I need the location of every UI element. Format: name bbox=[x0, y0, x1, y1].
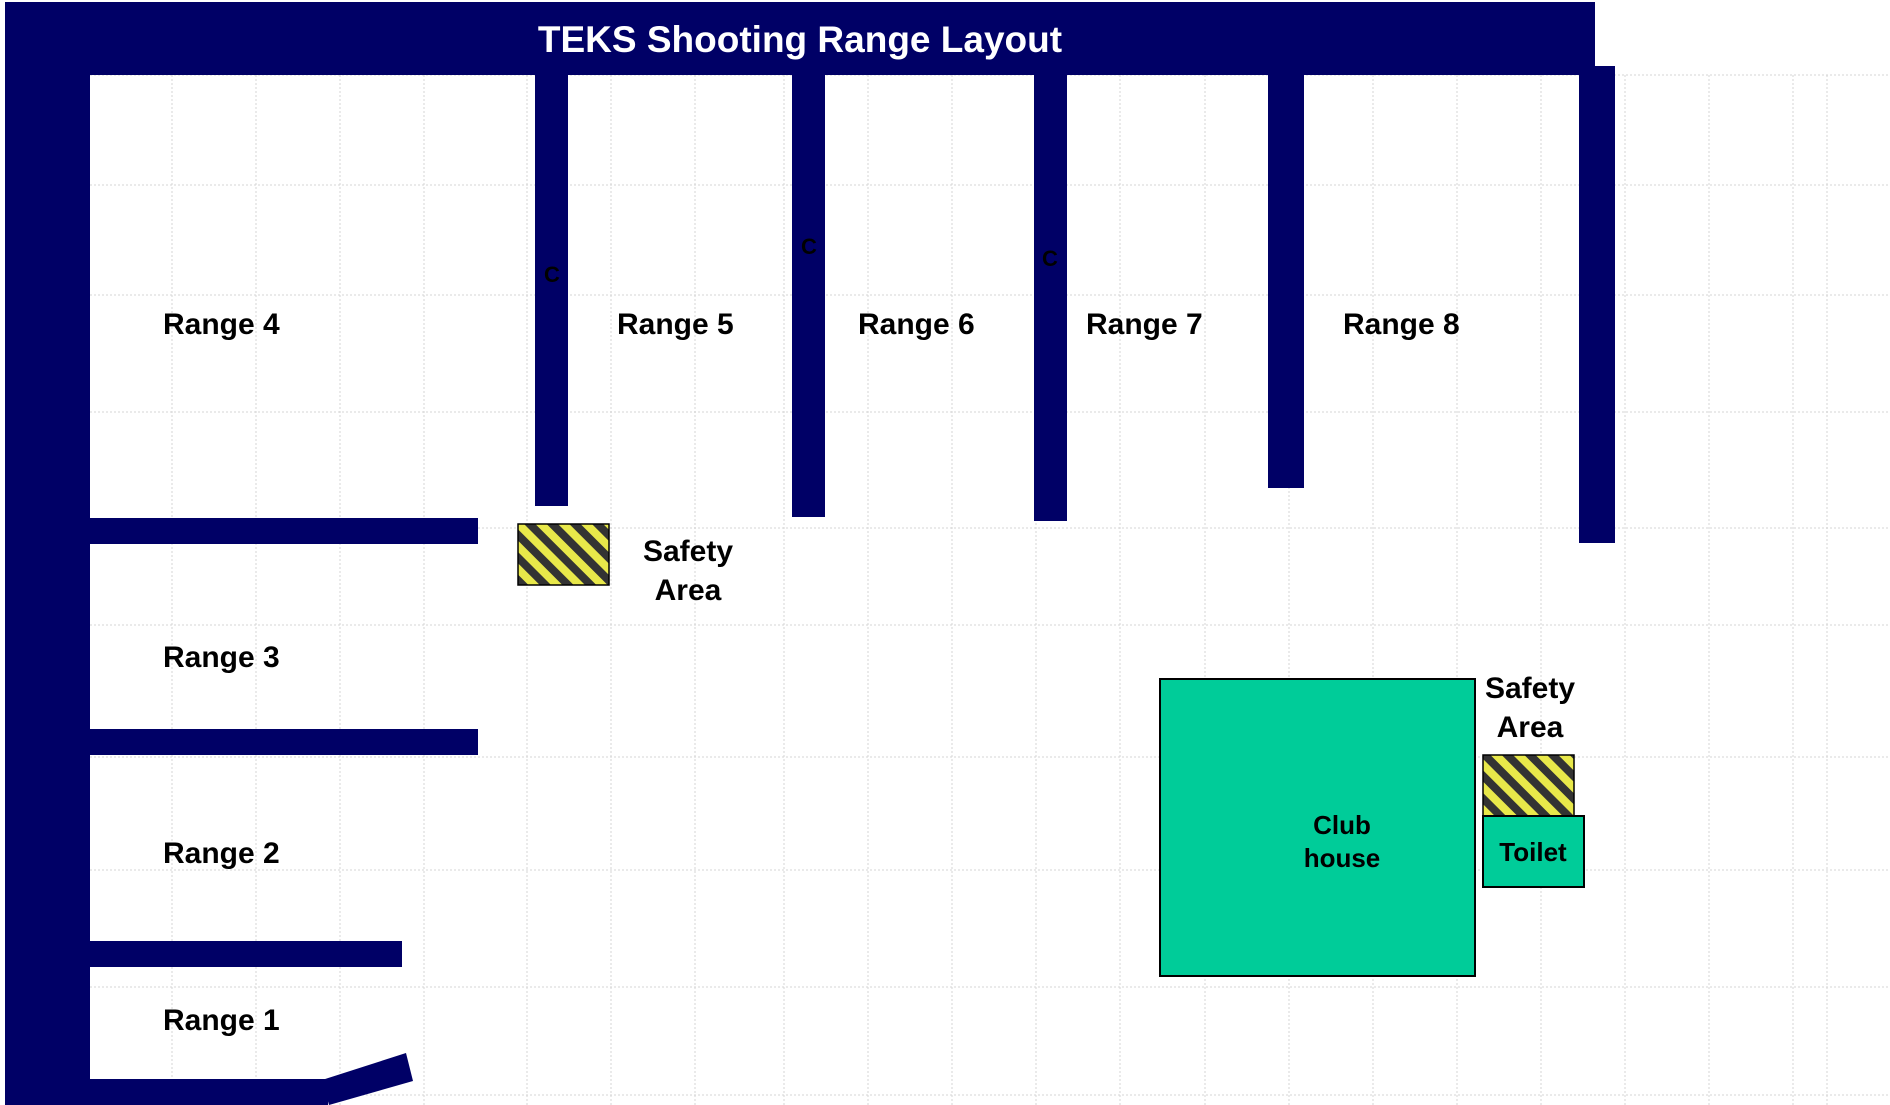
range-4-label: Range 4 bbox=[163, 308, 280, 341]
right-end-wall bbox=[1579, 66, 1615, 543]
range-3-label: Range 3 bbox=[163, 641, 280, 674]
range-5-label: Range 5 bbox=[617, 308, 734, 341]
wall-marker-c-3: C bbox=[1042, 246, 1058, 271]
page-title: TEKS Shooting Range Layout bbox=[538, 19, 1062, 60]
safety-area-1-label-line1: Safety bbox=[643, 535, 733, 568]
safety-area-2-label-line1: Safety bbox=[1485, 672, 1575, 705]
wall-marker-c-2: C bbox=[801, 234, 817, 259]
divider-range7 bbox=[1034, 70, 1067, 521]
range-1-label: Range 1 bbox=[163, 1004, 280, 1037]
safety-area-hatch-2 bbox=[1482, 754, 1575, 817]
divider-range2-3 bbox=[88, 729, 478, 755]
safety-area-hatch-1 bbox=[517, 523, 610, 586]
range-6-label: Range 6 bbox=[858, 308, 975, 341]
safety-area-1-label-line2: Area bbox=[655, 574, 722, 607]
range-2-label: Range 2 bbox=[163, 837, 280, 870]
divider-range1-2 bbox=[88, 941, 402, 967]
clubhouse-label-line2: house bbox=[1304, 843, 1381, 873]
bottom-wall bbox=[88, 1079, 328, 1105]
divider-range5 bbox=[535, 70, 568, 506]
toilet-label: Toilet bbox=[1499, 837, 1567, 867]
safety-area-2-label-line2: Area bbox=[1497, 711, 1564, 744]
wall-marker-c-1: C bbox=[544, 262, 560, 287]
toilet-building bbox=[1482, 815, 1585, 888]
walls bbox=[5, 2, 1615, 1105]
clubhouse-label-line1: Club bbox=[1313, 810, 1371, 840]
bottom-angled-wall bbox=[322, 1053, 413, 1105]
clubhouse-building bbox=[1159, 678, 1476, 977]
divider-range6 bbox=[792, 2, 825, 517]
left-wall bbox=[5, 2, 90, 1105]
background-grid bbox=[90, 74, 1890, 1105]
divider-range8 bbox=[1268, 70, 1304, 488]
divider-range3-4 bbox=[88, 518, 478, 544]
range-8-label: Range 8 bbox=[1343, 308, 1460, 341]
range-7-label: Range 7 bbox=[1086, 308, 1203, 341]
